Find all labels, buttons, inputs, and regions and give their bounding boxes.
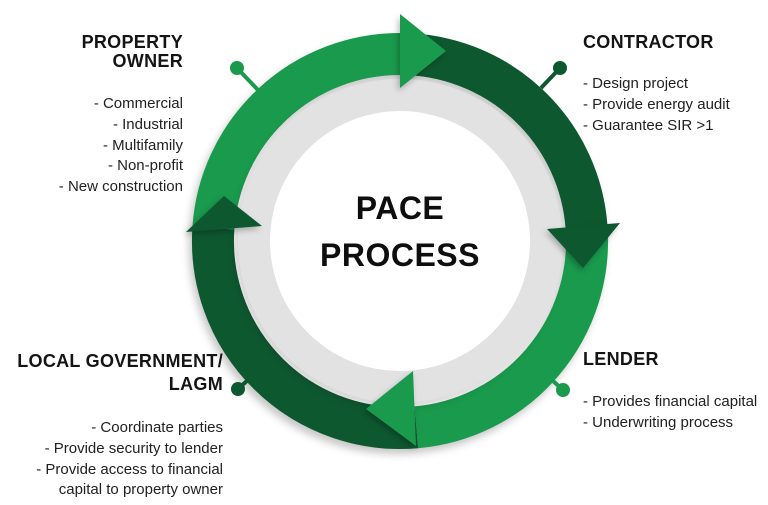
lender-connector-dot (556, 383, 570, 397)
arc-local-government-segment (191, 226, 419, 449)
local-government-title-line1: LOCAL GOVERNMENT/ (17, 351, 223, 371)
list-item: - Industrial (112, 115, 183, 133)
center-hub (270, 111, 530, 371)
property-owner-block: PROPERTY OWNER - Commercial - Industrial… (20, 33, 183, 198)
list-item: - Non-profit (107, 157, 183, 175)
callout-connectors (230, 61, 570, 397)
local-government-title: LOCAL GOVERNMENT/ LAGM (8, 350, 223, 396)
lender-block: LENDER - Provides financial capital - Un… (583, 350, 768, 434)
arc-contractor-segment (399, 33, 608, 230)
list-item: - Coordinate parties (91, 419, 223, 436)
cycle-ring (191, 33, 609, 449)
arrow-up-icon (186, 196, 262, 232)
contractor-list: - Design project - Provide energy audit … (583, 74, 765, 136)
list-item: - Underwriting process (583, 413, 734, 431)
contractor-title: CONTRACTOR (583, 32, 714, 52)
local-government-list: - Coordinate parties - Provide security … (8, 418, 223, 501)
list-item: - Design project (583, 75, 689, 92)
list-item: - Provide energy audit (583, 95, 730, 113)
lender-list: - Provides financial capital - Underwrit… (583, 392, 768, 434)
property-owner-list: - Commercial - Industrial - Multifamily … (20, 94, 183, 198)
contractor-block: CONTRACTOR - Design project - Provide en… (583, 33, 765, 136)
arc-property-owner-segment (192, 33, 401, 230)
list-item: - Provide access to financial capital to… (36, 460, 223, 499)
lender-title: LENDER (583, 349, 659, 369)
list-item: - Multifamily (102, 136, 183, 154)
list-item: - Commercial (93, 95, 183, 112)
list-item: - Provide security to lender (44, 439, 223, 457)
local-government-title-line2: LAGM (168, 374, 223, 394)
property-owner-title: PROPERTY OWNER (81, 32, 183, 71)
cycle-arrowheads (186, 14, 620, 446)
arc-lender-segment (414, 226, 609, 449)
diagram-title: PACE PROCESS (250, 185, 550, 279)
diagram-title-line1: PACE (355, 190, 445, 226)
arrow-down-icon (547, 223, 620, 268)
contractor-connector-dot (553, 61, 567, 75)
arrow-left-icon (366, 371, 416, 446)
property-owner-connector-dot (230, 61, 244, 75)
local-government-connector-dot (231, 382, 245, 396)
list-item: - Provides financial capital (583, 393, 758, 410)
diagram-title-line2: PROCESS (320, 237, 480, 273)
local-government-block: LOCAL GOVERNMENT/ LAGM - Coordinate part… (8, 350, 223, 501)
list-item: - New construction (58, 178, 183, 196)
arrow-right-icon (400, 14, 446, 88)
list-item: - Guarantee SIR >1 (583, 116, 714, 134)
